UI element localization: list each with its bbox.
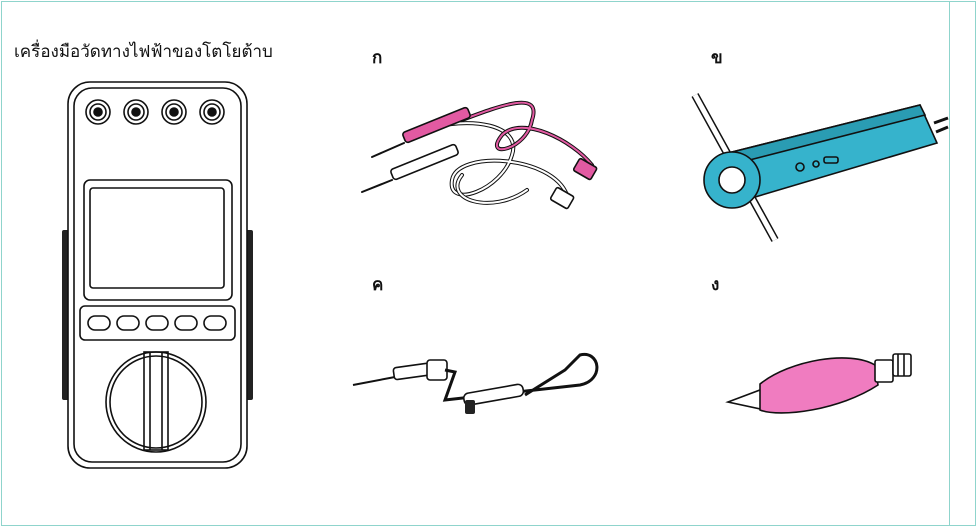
terminal-jacks [85, 99, 225, 125]
label-d: ง [711, 275, 720, 295]
label-c: ค [372, 275, 384, 295]
right-margin-line [949, 1, 950, 526]
probe-cable-illustration [352, 353, 599, 414]
multimeter-illustration [62, 81, 253, 469]
test-leads-illustration [361, 100, 598, 210]
alligator-clip-illustration [725, 353, 912, 414]
label-b: ข [711, 48, 723, 68]
page-title: เครื่องมือวัดทางไฟฟ้าของโตโยต้าบ [14, 42, 273, 62]
label-a: ก [372, 48, 383, 68]
clamp-probe-illustration [691, 93, 949, 242]
